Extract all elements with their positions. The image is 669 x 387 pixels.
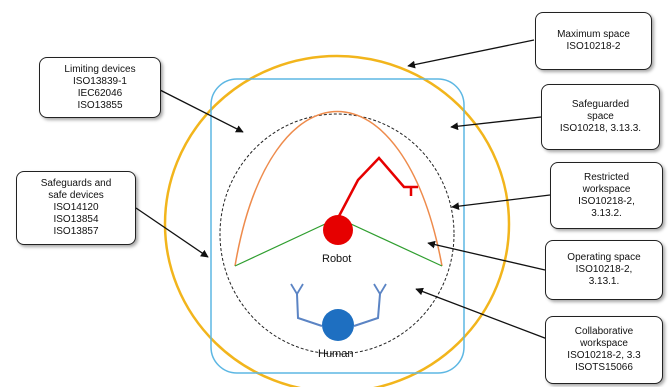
robot-label: Robot — [322, 253, 352, 265]
safeguards-text: Safeguards and safe devices ISO14120 ISO… — [40, 178, 112, 237]
robot-node — [323, 215, 353, 245]
restricted-workspace-callout: Restricted workspace ISO10218-2, 3.13.2. — [550, 162, 663, 229]
maximum-space-circle — [163, 54, 511, 387]
limiting-devices-text: Limiting devices ISO13839-1 IEC62046 ISO… — [64, 63, 136, 111]
safeguarded-space-connector — [450, 116, 542, 131]
safeguarded-space-rect — [210, 78, 465, 374]
maximum-space-text: Maximum space ISO10218-2 — [557, 29, 630, 52]
operating-space-connector — [427, 240, 546, 271]
human-arm-left — [296, 293, 323, 327]
robot-arm — [336, 156, 418, 219]
restricted-workspace-text: Restricted workspace ISO10218-2, 3.13.2. — [578, 171, 635, 219]
human-arm-right — [353, 293, 381, 327]
human-node — [322, 309, 354, 341]
operating-space-callout: Operating space ISO10218-2, 3.13.1. — [545, 240, 663, 300]
restricted-workspace-connector — [451, 194, 551, 211]
human-hand-right — [373, 283, 387, 296]
operating-space-curve — [234, 110, 443, 267]
maximum-space-callout: Maximum space ISO10218-2 — [535, 12, 652, 70]
operating-space-text: Operating space ISO10218-2, 3.13.1. — [567, 252, 641, 287]
restricted-workspace-circle — [219, 113, 455, 355]
safeguards-connector — [135, 207, 209, 258]
limiting-devices-connector — [159, 89, 244, 133]
human-hand-left — [290, 283, 304, 296]
safeguarded-space-callout: Safeguarded space ISO10218, 3.13.3. — [541, 84, 660, 150]
collaborative-workspace-callout: Collaborative workspace ISO10218-2, 3.3 … — [545, 316, 663, 384]
maximum-space-connector — [407, 39, 535, 69]
human-label: Human — [318, 348, 354, 360]
collaborative-workspace-connector — [415, 287, 551, 341]
limiting-devices-callout: Limiting devices ISO13839-1 IEC62046 ISO… — [39, 57, 161, 118]
safeguards-callout: Safeguards and safe devices ISO14120 ISO… — [16, 171, 136, 245]
safeguarded-space-text: Safeguarded space ISO10218, 3.13.3. — [559, 99, 642, 134]
collaborative-workspace-text: Collaborative workspace ISO10218-2, 3.3 … — [567, 326, 641, 373]
